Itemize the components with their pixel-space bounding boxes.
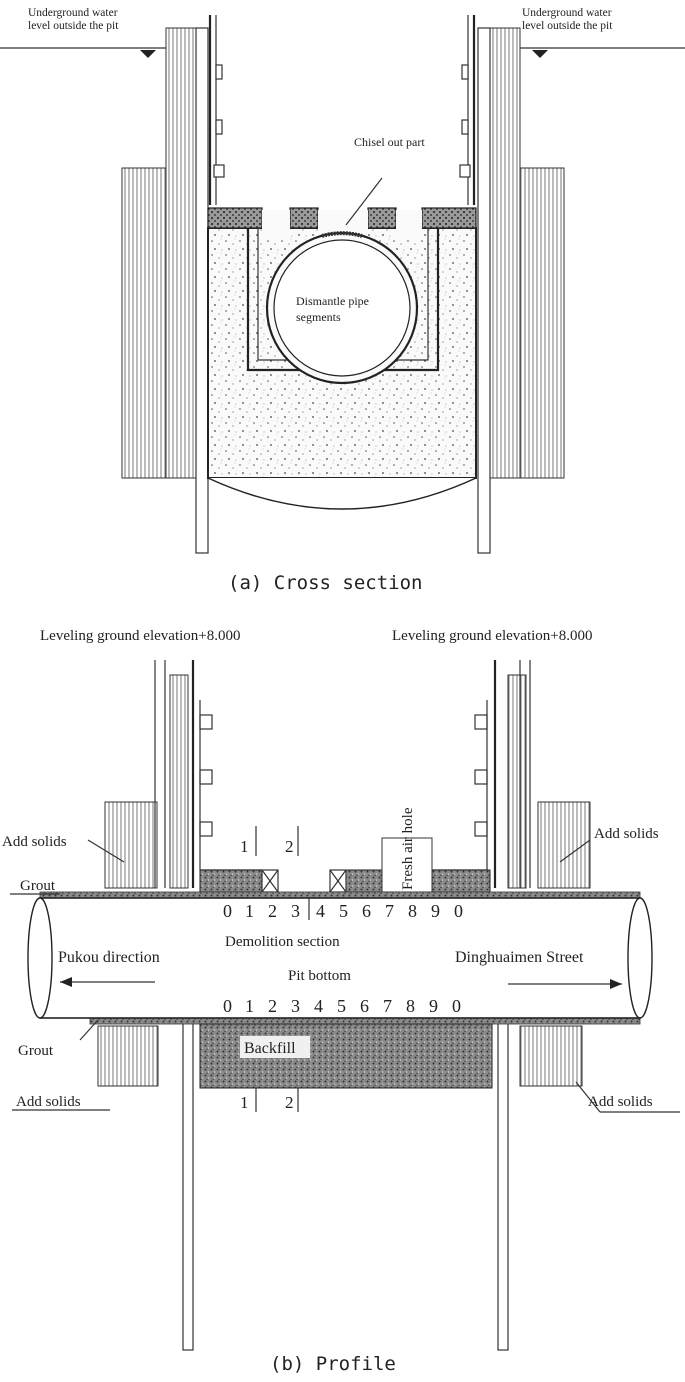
ring-number: 8 — [406, 996, 415, 1016]
grout-layer-lower — [89, 1017, 641, 1025]
caption-cross-section: (a) Cross section — [228, 572, 422, 594]
dinghuaimen-street-label: Dinghuaimen Street — [455, 949, 584, 966]
profile-brackets-right — [430, 700, 488, 871]
caption-profile: (b) Profile — [270, 1353, 396, 1375]
chisel-gap-left — [262, 210, 290, 240]
ring-number: 5 — [339, 901, 348, 921]
fresh-air-hole-label: Fresh air hole — [400, 807, 416, 890]
profile-wall-left — [169, 674, 189, 889]
add-solids-upper-left-leader — [87, 839, 125, 863]
water-level-label-left-2: level outside the pit — [28, 20, 119, 32]
ring-number: 2 — [268, 901, 277, 921]
soil-reinforcement-right — [519, 167, 565, 479]
pit-bottom-label: Pit bottom — [288, 968, 351, 984]
water-level-symbol-left — [140, 50, 156, 58]
support-struts-left — [208, 15, 225, 205]
ring-number: 0 — [452, 996, 461, 1016]
add-solids-upper-right-leader — [559, 839, 591, 863]
section-mark-1: 1 — [240, 837, 249, 856]
dismantle-label-1: Dismantle pipe — [296, 294, 369, 308]
profile-pile-left — [182, 1019, 194, 1351]
water-level-label-right-1: Underground water — [522, 7, 612, 19]
add-solids-lower-right-block — [519, 1025, 583, 1087]
tunnel-end-left — [27, 897, 53, 1019]
add-solids-label-upper-right: Add solids — [594, 826, 659, 842]
add-solids-label-lower-left: Add solids — [16, 1094, 81, 1110]
add-solids-upper-left-block — [104, 801, 158, 889]
dismantle-label-2: segments — [296, 310, 341, 324]
ring-number: 8 — [408, 901, 417, 921]
add-solids-label-lower-right: Add solids — [588, 1094, 653, 1110]
pit-bottom-arc — [207, 477, 477, 510]
grout-lower-leader — [79, 1019, 99, 1041]
grout-layer-upper — [39, 891, 641, 899]
profile-pile-right — [497, 1019, 509, 1351]
pukou-direction-label: Pukou direction — [58, 949, 160, 966]
ring-number: 4 — [314, 996, 323, 1016]
cap-block-4 — [421, 207, 477, 229]
ring-number: 0 — [223, 901, 232, 921]
water-level-label-left-1: Underground water — [28, 7, 118, 19]
cross-section-view: Underground water level outside the pit … — [0, 7, 685, 594]
cap-block-3 — [367, 207, 397, 229]
retaining-wall-right-outer — [489, 27, 521, 479]
add-solids-upper-right-block — [537, 801, 591, 889]
ring-number: 3 — [291, 996, 300, 1016]
ground-elevation-left: Leveling ground elevation+8.000 — [40, 628, 241, 644]
cap-block-2 — [289, 207, 319, 229]
tunnel-end-right — [627, 897, 653, 1019]
backfill-label-bg — [240, 1036, 310, 1058]
ring-number: 6 — [362, 901, 371, 921]
tunnel-pipe-inner — [273, 239, 411, 377]
profile-view: Leveling ground elevation+8.000 Leveling… — [2, 628, 680, 1375]
grout-label-upper: Grout — [20, 878, 56, 894]
water-level-label-right-2: level outside the pit — [522, 20, 613, 32]
grout-label-lower: Grout — [18, 1043, 54, 1059]
add-solids-label-upper-left: Add solids — [2, 834, 67, 850]
support-struts-right — [459, 15, 476, 205]
ring-number: 0 — [454, 901, 463, 921]
ring-number: 1 — [245, 901, 254, 921]
backfill-label: Backfill — [244, 1040, 296, 1057]
ring-number: 6 — [360, 996, 369, 1016]
water-level-symbol-right — [532, 50, 548, 58]
section-mark-1-lower: 1 — [240, 1093, 249, 1112]
ring-number: 0 — [223, 996, 232, 1016]
section-mark-2-lower: 2 — [285, 1093, 294, 1112]
ring-numbers-top: 0 1 2 3 4 5 6 7 8 9 0 — [223, 901, 463, 921]
steel-pile-left — [195, 27, 209, 554]
ring-number: 1 — [245, 996, 254, 1016]
ground-elevation-right: Leveling ground elevation+8.000 — [392, 628, 593, 644]
fresh-air-hole-frame — [381, 837, 433, 893]
ring-number: 5 — [337, 996, 346, 1016]
section-mark-2: 2 — [285, 837, 294, 856]
ring-numbers-bottom: 0 1 2 3 4 5 6 7 8 9 0 — [223, 996, 461, 1016]
chisel-out-label: Chisel out part — [354, 135, 425, 149]
soil-reinforcement-left — [121, 167, 167, 479]
profile-wall-right — [507, 674, 527, 889]
ring-number: 7 — [383, 996, 392, 1016]
ring-number: 3 — [291, 901, 300, 921]
ring-number: 9 — [429, 996, 438, 1016]
add-solids-lower-left-block — [97, 1025, 159, 1087]
add-solids-lower-right-leader — [575, 1081, 601, 1113]
ring-number: 2 — [268, 996, 277, 1016]
retaining-wall-left-outer — [165, 27, 197, 479]
demolition-section-label: Demolition section — [225, 934, 340, 950]
ring-number: 7 — [385, 901, 394, 921]
profile-cap-right — [431, 869, 491, 893]
profile-brackets-left — [199, 700, 262, 871]
steel-pile-right — [477, 27, 491, 554]
chisel-leader-line — [345, 177, 383, 226]
profile-cap-left — [199, 869, 263, 893]
cap-block-1 — [207, 207, 263, 229]
ring-number: 4 — [316, 901, 325, 921]
chisel-gap-right — [396, 210, 422, 240]
ring-number: 9 — [431, 901, 440, 921]
